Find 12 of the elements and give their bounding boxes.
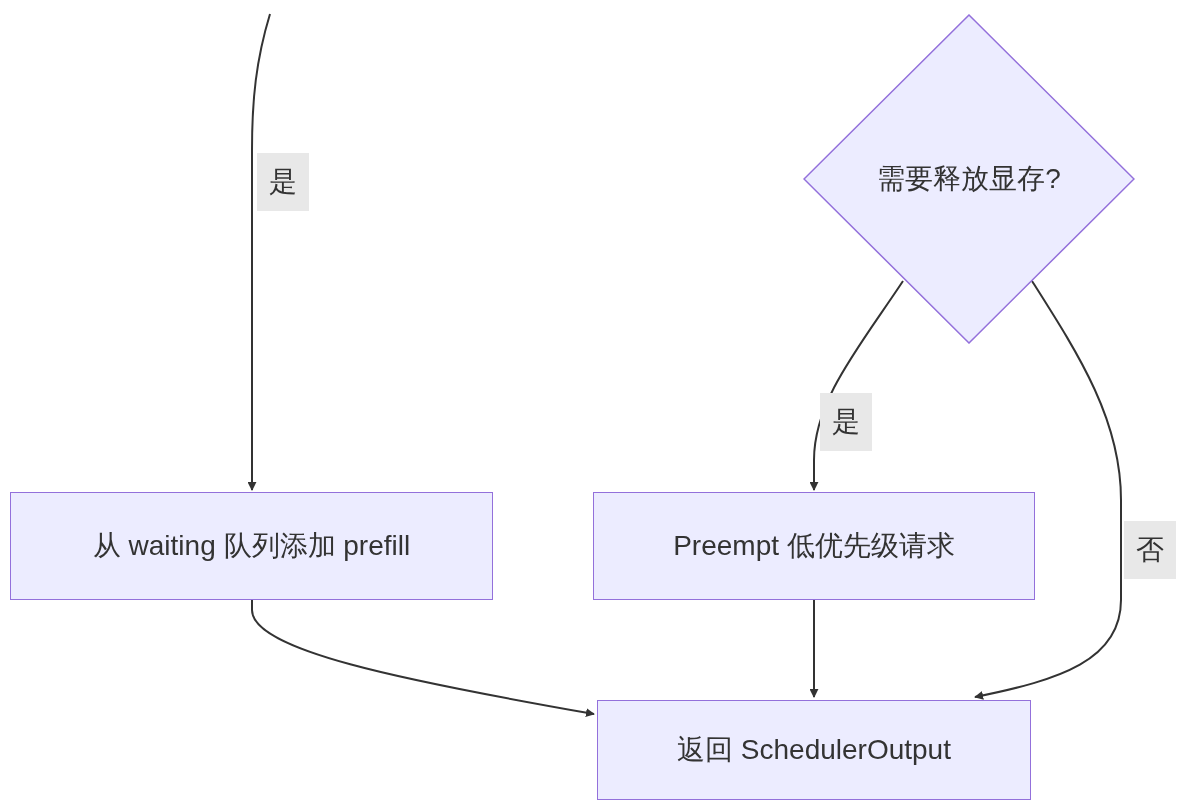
process-box: 返回 SchedulerOutput (597, 700, 1031, 800)
edge-label: 是 (257, 153, 309, 211)
arrow (974, 280, 1122, 700)
arrow (247, 13, 271, 491)
process-box: Preempt 低优先级请求 (593, 492, 1035, 600)
edge-label: 是 (820, 393, 872, 451)
edge-label: 否 (1124, 521, 1176, 579)
arrow (809, 599, 819, 698)
process-box: 从 waiting 队列添加 prefill (10, 492, 493, 600)
decision-text: 需要释放显存? (876, 162, 1062, 196)
arrow (251, 599, 595, 717)
arrow (809, 280, 904, 491)
